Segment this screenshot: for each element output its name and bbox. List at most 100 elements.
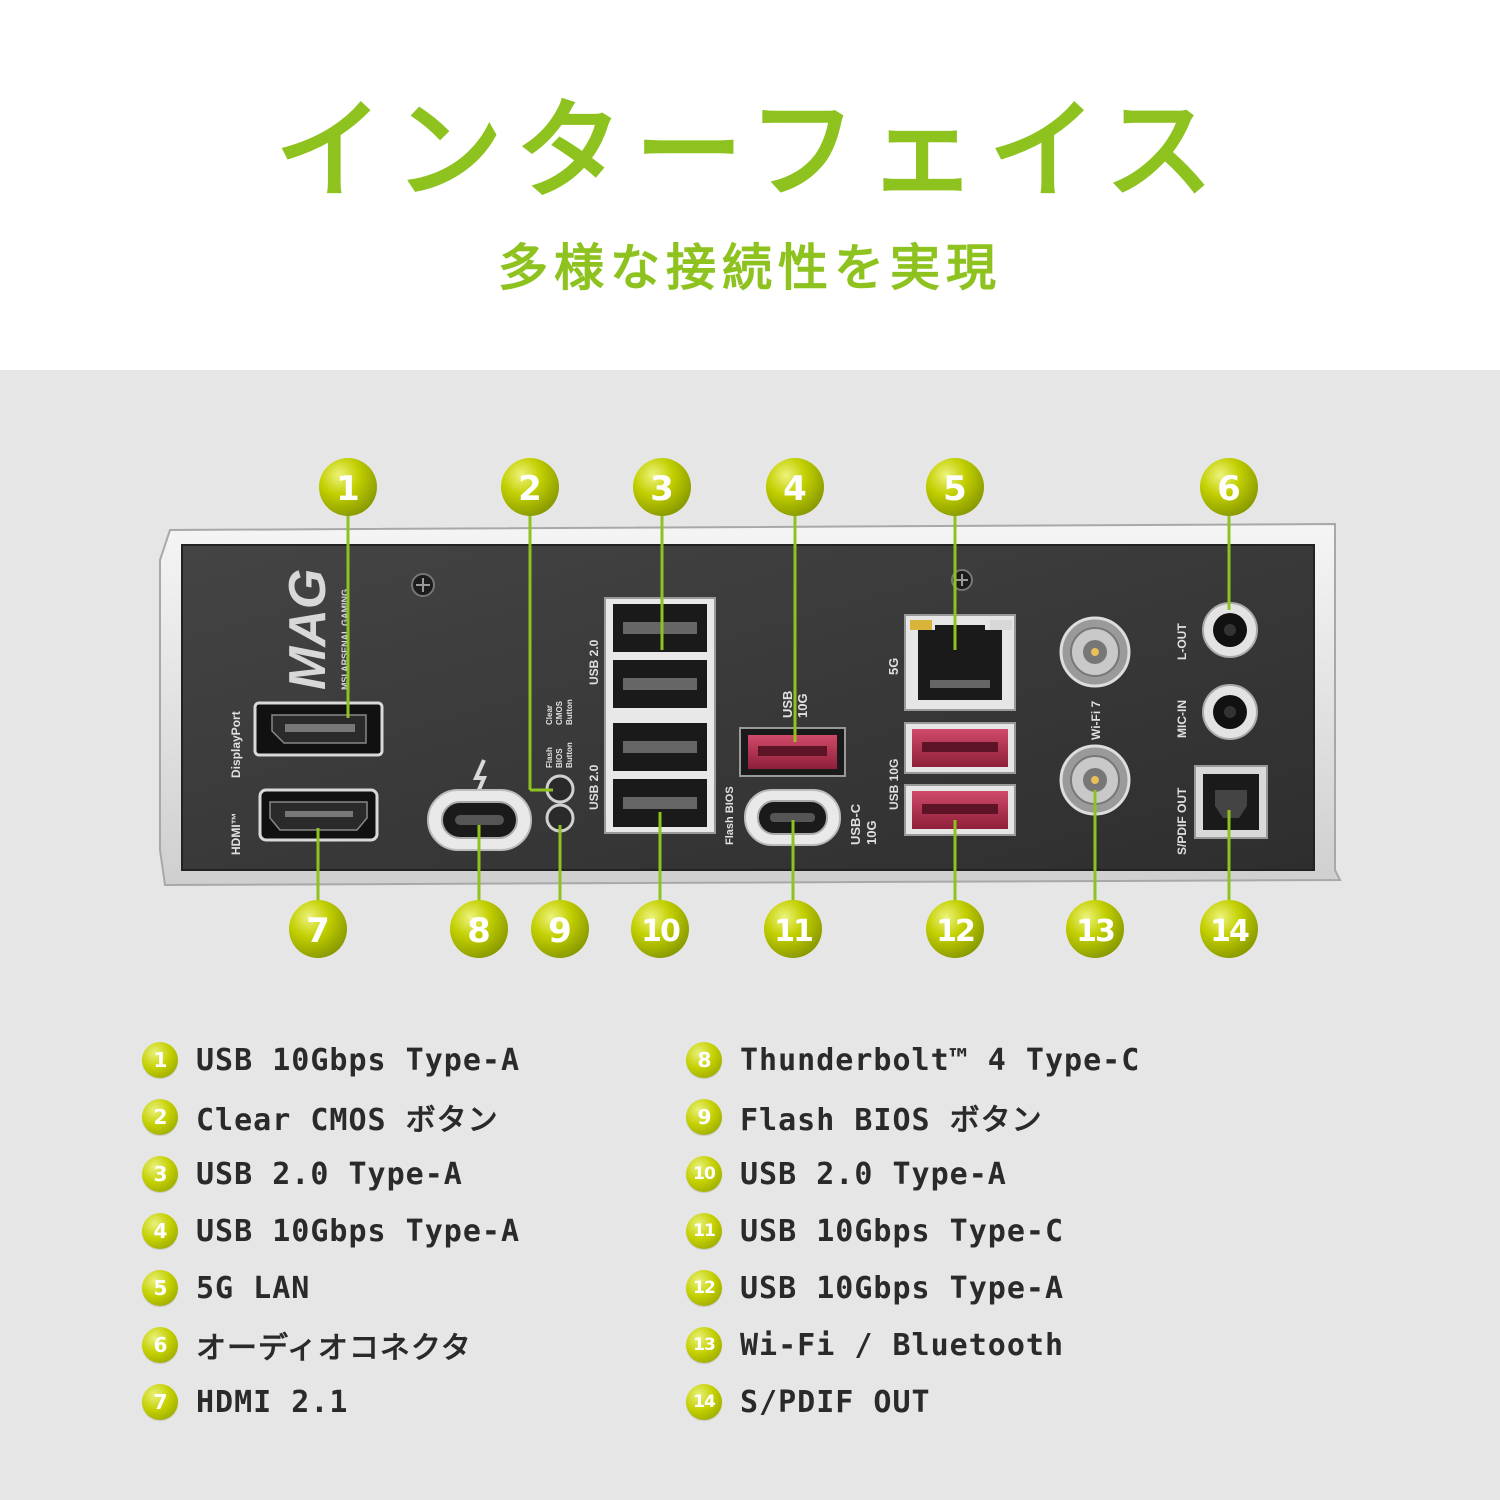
- header-section: インターフェイス 多様な接続性を実現: [0, 0, 1500, 370]
- displayport-port[interactable]: [253, 701, 384, 757]
- callout-badge-2: 2: [501, 458, 559, 516]
- usb10g-side-label: USB 10G: [887, 759, 901, 810]
- svg-text:Clear: Clear: [545, 705, 554, 725]
- wifi-antenna-connector[interactable]: [1059, 744, 1131, 816]
- callout-badge-14: 14: [1200, 900, 1258, 958]
- screw-right: [951, 569, 973, 591]
- lan-5g-label: 5G: [886, 658, 901, 675]
- legend-text: Thunderbolt™ 4 Type-C: [740, 1042, 1141, 1078]
- usb10g-port-12[interactable]: [904, 722, 1016, 774]
- svg-text:MAG: MAG: [279, 569, 337, 690]
- usb20-port[interactable]: [613, 604, 707, 652]
- usb10g-label: USB: [780, 691, 795, 718]
- callout-badge-5: 5: [926, 458, 984, 516]
- svg-text:12: 12: [936, 914, 974, 949]
- legend-badge: 13: [686, 1327, 722, 1363]
- legend-badge: 8: [686, 1042, 722, 1078]
- svg-text:5: 5: [943, 469, 967, 509]
- legend-badge: 4: [142, 1213, 178, 1249]
- svg-text:MSI ARSENAL GAMING: MSI ARSENAL GAMING: [340, 589, 350, 690]
- svg-text:4: 4: [783, 469, 807, 509]
- svg-text:BIOS: BIOS: [555, 748, 564, 768]
- legend-text: Flash BIOS ボタン: [740, 1103, 1043, 1138]
- callout-badge-4: 4: [766, 458, 824, 516]
- wifi-antenna-connector[interactable]: [1059, 616, 1131, 688]
- svg-text:10G: 10G: [864, 820, 879, 845]
- legend-text: USB 10Gbps Type-C: [740, 1213, 1065, 1249]
- legend-text: Clear CMOS ボタン: [196, 1103, 499, 1138]
- page-subtitle: 多様な接続性を実現: [498, 239, 1002, 297]
- displayport-label: DisplayPort: [229, 711, 243, 778]
- usb10g-port-4[interactable]: [739, 727, 846, 777]
- audio-lout-jack[interactable]: [1202, 602, 1258, 658]
- svg-text:CMOS: CMOS: [555, 700, 564, 725]
- button-labels: Flash BIOS Button Clear CMOS Button: [545, 699, 574, 768]
- callout-leader-lines: [316, 515, 1231, 900]
- legend-item: 8 Thunderbolt™ 4 Type-C: [686, 1040, 1140, 1080]
- svg-text:9: 9: [548, 911, 572, 951]
- callout-badge-1: 1: [319, 458, 377, 516]
- callout-badge-12: 12: [926, 900, 984, 958]
- svg-text:14: 14: [1210, 914, 1249, 949]
- legend-badge: 7: [142, 1384, 178, 1420]
- svg-text:3: 3: [650, 469, 674, 509]
- legend-text: USB 2.0 Type-A: [196, 1156, 463, 1192]
- audio-lout-label: L-OUT: [1175, 623, 1189, 660]
- svg-text:13: 13: [1076, 914, 1114, 949]
- svg-text:10G: 10G: [795, 693, 810, 718]
- svg-text:6: 6: [1217, 469, 1241, 509]
- legend-text: USB 2.0 Type-A: [740, 1156, 1007, 1192]
- svg-text:1: 1: [336, 469, 360, 509]
- svg-text:7: 7: [306, 911, 330, 951]
- svg-text:2: 2: [518, 469, 542, 509]
- legend-text: USB 10Gbps Type-A: [740, 1270, 1065, 1306]
- lan-5g-port[interactable]: [904, 614, 1016, 711]
- thunderbolt-port[interactable]: [427, 759, 532, 851]
- mag-logo: MAG MSI ARSENAL GAMING: [279, 569, 350, 690]
- legend-badge: 11: [686, 1213, 722, 1249]
- svg-text:10: 10: [641, 914, 680, 949]
- hdmi-label: HDMI™: [229, 812, 243, 855]
- callout-badge-6: 6: [1200, 458, 1258, 516]
- legend-text: オーディオコネクタ: [196, 1331, 472, 1366]
- legend-item: 12 USB 10Gbps Type-A: [686, 1268, 1064, 1308]
- legend-text: USB 10Gbps Type-A: [196, 1213, 521, 1249]
- callout-badge-3: 3: [633, 458, 691, 516]
- legend-item: 4 USB 10Gbps Type-A: [142, 1211, 520, 1251]
- legend-badge: 9: [686, 1099, 722, 1135]
- legend-badge: 14: [686, 1384, 722, 1420]
- svg-text:8: 8: [467, 911, 491, 951]
- legend-badge: 12: [686, 1270, 722, 1306]
- usb10g-port-12[interactable]: [904, 784, 1016, 836]
- callout-badge-11: 11: [764, 900, 822, 958]
- audio-micin-jack[interactable]: [1202, 684, 1258, 740]
- legend-text: USB 10Gbps Type-A: [196, 1042, 521, 1078]
- callout-badge-10: 10: [631, 900, 689, 958]
- legend-item: 11 USB 10Gbps Type-C: [686, 1211, 1064, 1251]
- page-title: インターフェイス: [274, 89, 1226, 214]
- spdif-port[interactable]: [1194, 765, 1268, 839]
- usbc-10g-port[interactable]: [744, 789, 841, 846]
- flash-bios-port-label: Flash BIOS: [724, 786, 736, 845]
- usb20-port[interactable]: [613, 660, 707, 708]
- legend-badge: 5: [142, 1270, 178, 1306]
- legend-item: 10 USB 2.0 Type-A: [686, 1154, 1007, 1194]
- callout-badge-13: 13: [1066, 900, 1124, 958]
- usb20-label-top: USB 2.0: [587, 639, 601, 685]
- usb20-port[interactable]: [613, 723, 707, 771]
- svg-text:Flash: Flash: [545, 747, 554, 768]
- audio-micin-label: MIC-IN: [1175, 700, 1189, 738]
- screw-left: [411, 573, 435, 597]
- legend-badge: 10: [686, 1156, 722, 1192]
- callout-badge-8: 8: [450, 900, 508, 958]
- hdmi-port[interactable]: [258, 788, 379, 842]
